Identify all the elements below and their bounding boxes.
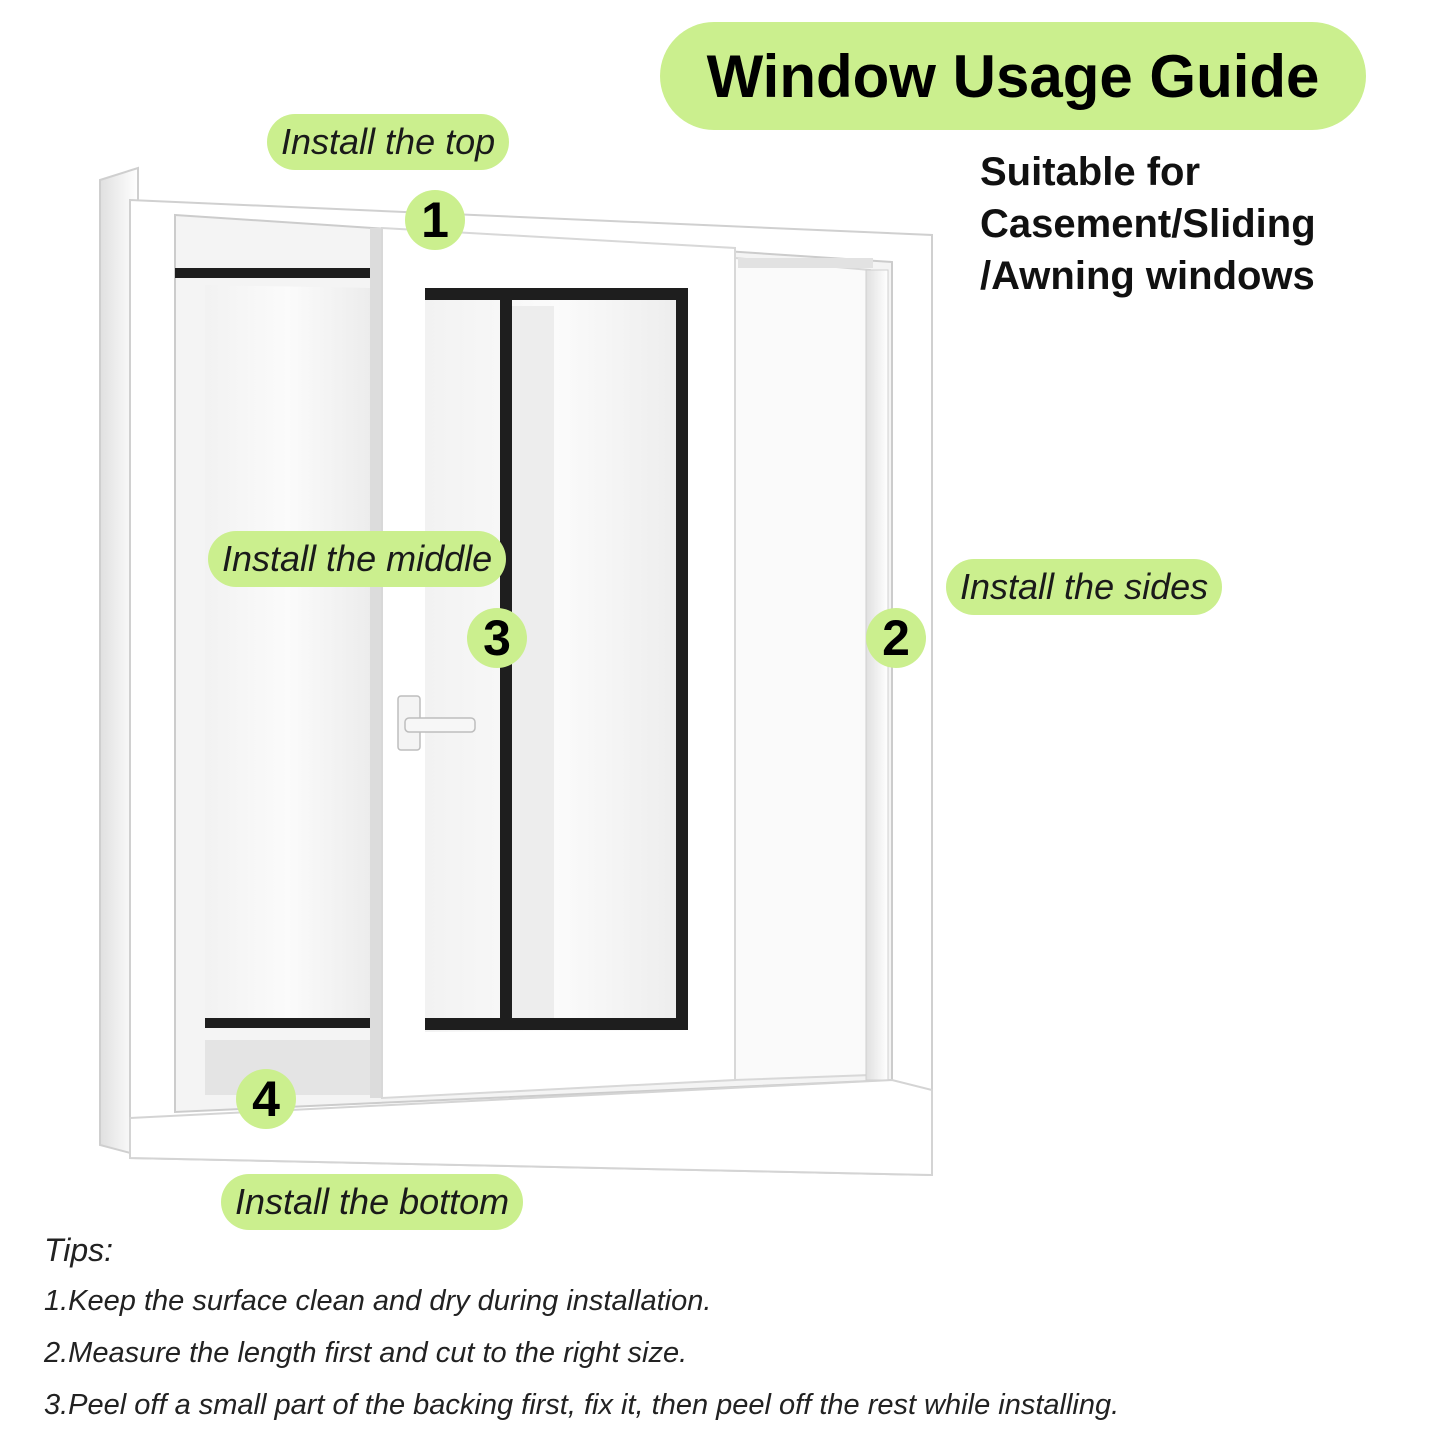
tip-item-2: 2.Measure the length first and cut to th… bbox=[44, 1337, 688, 1369]
tip-item-3: 3.Peel off a small part of the backing f… bbox=[44, 1389, 1120, 1421]
sash-seal-right bbox=[676, 298, 688, 1024]
page-title: Window Usage Guide bbox=[660, 22, 1366, 130]
sash-inner-panel bbox=[512, 306, 554, 1018]
sash-seal-bottom bbox=[425, 1018, 688, 1030]
step-label-top: Install the top bbox=[267, 114, 510, 170]
subtitle-line-1: Suitable for bbox=[980, 150, 1201, 194]
tips-heading: Tips: bbox=[44, 1232, 114, 1268]
step-label-sides: Install the sides bbox=[946, 559, 1223, 615]
subtitle-line-2: Casement/Sliding bbox=[980, 202, 1316, 246]
step-label-middle: Install the middle bbox=[208, 531, 507, 587]
step-number-3: 3 bbox=[467, 608, 527, 668]
suitable-for-text: Suitable for Casement/Sliding /Awning wi… bbox=[980, 146, 1316, 302]
right-side-post bbox=[865, 269, 889, 1081]
step-number-4: 4 bbox=[236, 1069, 296, 1129]
tips-section: Tips: 1.Keep the surface clean and dry d… bbox=[44, 1232, 1119, 1437]
right-top-rail bbox=[738, 258, 873, 268]
right-pane bbox=[734, 256, 871, 1082]
tip-item-1: 1.Keep the surface clean and dry during … bbox=[44, 1285, 712, 1317]
left-pane-mullion bbox=[370, 228, 382, 1098]
subtitle-line-3: /Awning windows bbox=[980, 254, 1315, 298]
window-handle-icon bbox=[397, 695, 476, 751]
left-pane-bottom-seal bbox=[205, 1018, 373, 1028]
bottom-sill bbox=[129, 1078, 933, 1177]
step-number-2: 2 bbox=[866, 608, 926, 668]
sash-seal-top bbox=[425, 288, 688, 300]
sash-glass bbox=[425, 288, 688, 1032]
step-number-1: 1 bbox=[405, 190, 465, 250]
left-pane-top-seal bbox=[175, 268, 373, 278]
step-label-bottom: Install the bottom bbox=[221, 1174, 524, 1230]
left-pane-glass bbox=[205, 285, 372, 1028]
